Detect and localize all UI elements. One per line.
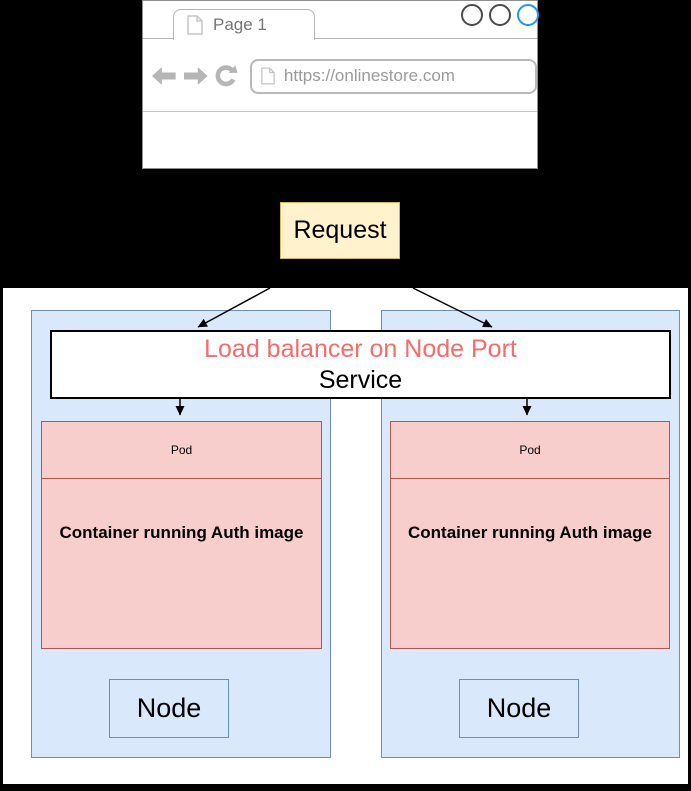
window-circle-icon[interactable] bbox=[461, 4, 483, 26]
pod-box-right: Pod Container running Auth image bbox=[390, 421, 670, 649]
page-icon bbox=[261, 67, 275, 85]
node-label-left: Node bbox=[109, 679, 229, 738]
url-text: https://onlinestore.com bbox=[283, 66, 455, 85]
request-box: Request bbox=[280, 202, 400, 259]
browser-window: Page 1 h bbox=[142, 0, 539, 169]
url-bar[interactable]: https://onlinestore.com bbox=[249, 58, 537, 94]
node-label-right: Node bbox=[459, 679, 579, 738]
page-icon bbox=[187, 15, 203, 35]
browser-tab[interactable]: Page 1 bbox=[173, 9, 315, 40]
load-balancer-box: Load balancer on Node Port Service bbox=[50, 330, 671, 399]
browser-toolbar: https://onlinestore.com bbox=[143, 53, 537, 99]
browser-tabstrip: Page 1 bbox=[143, 1, 539, 40]
container-label: Container running Auth image bbox=[408, 523, 652, 542]
pod-box-left: Pod Container running Auth image bbox=[41, 421, 322, 649]
window-circle-icon[interactable] bbox=[489, 4, 511, 26]
tab-title: Page 1 bbox=[213, 15, 267, 34]
pod-label: Pod bbox=[42, 422, 321, 479]
pod-label: Pod bbox=[391, 422, 669, 479]
forward-icon[interactable] bbox=[183, 64, 209, 88]
container-label: Container running Auth image bbox=[59, 523, 304, 542]
load-balancer-title: Load balancer on Node Port bbox=[204, 334, 517, 363]
toolbar-divider bbox=[143, 111, 537, 112]
service-label: Service bbox=[318, 365, 403, 394]
reload-icon[interactable] bbox=[214, 64, 238, 88]
window-circle-active-icon[interactable] bbox=[517, 4, 539, 26]
window-controls bbox=[461, 4, 539, 26]
back-icon[interactable] bbox=[151, 64, 177, 88]
